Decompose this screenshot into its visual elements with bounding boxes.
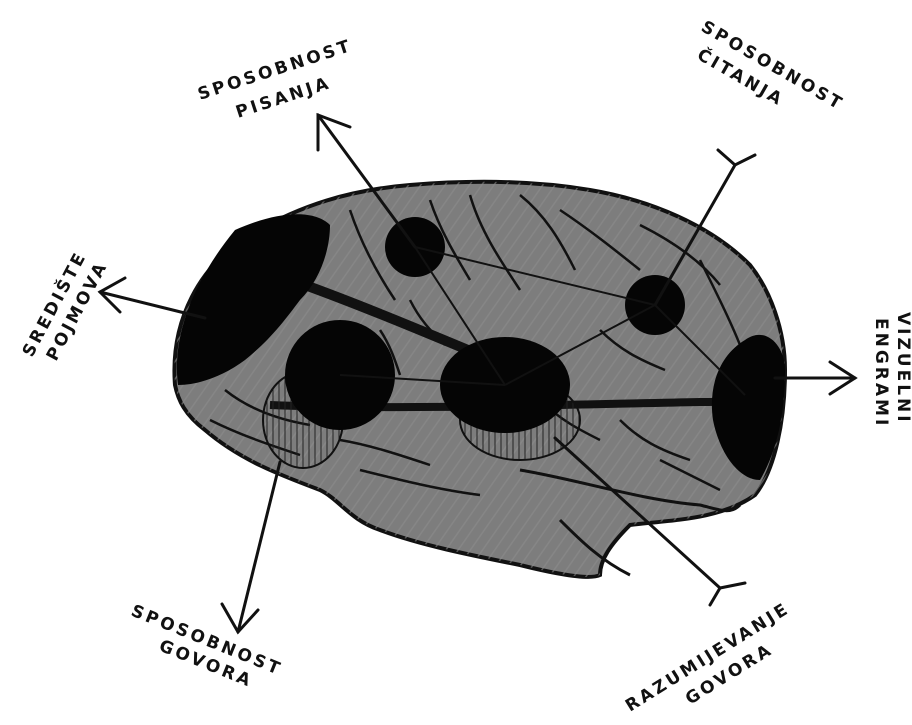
label-writing: SPOSOBNOST PISANJA [195,36,355,123]
label-visual: VIZUELNI ENGRAMI [871,312,912,428]
label-visual-line1: VIZUELNI [893,312,912,425]
label-visual-line2: ENGRAMI [871,318,891,428]
label-speech: SPOSOBNOST GOVORA [128,601,285,692]
arrow-speech [222,462,280,632]
label-understanding: RAZUMIJEVANJE GOVORA [622,599,794,717]
label-reading: SPOSOBNOST ČITANJA [694,17,848,115]
arrow-visual [775,362,855,394]
label-concepts: SREDIŠTE POJMOVA [17,247,112,364]
